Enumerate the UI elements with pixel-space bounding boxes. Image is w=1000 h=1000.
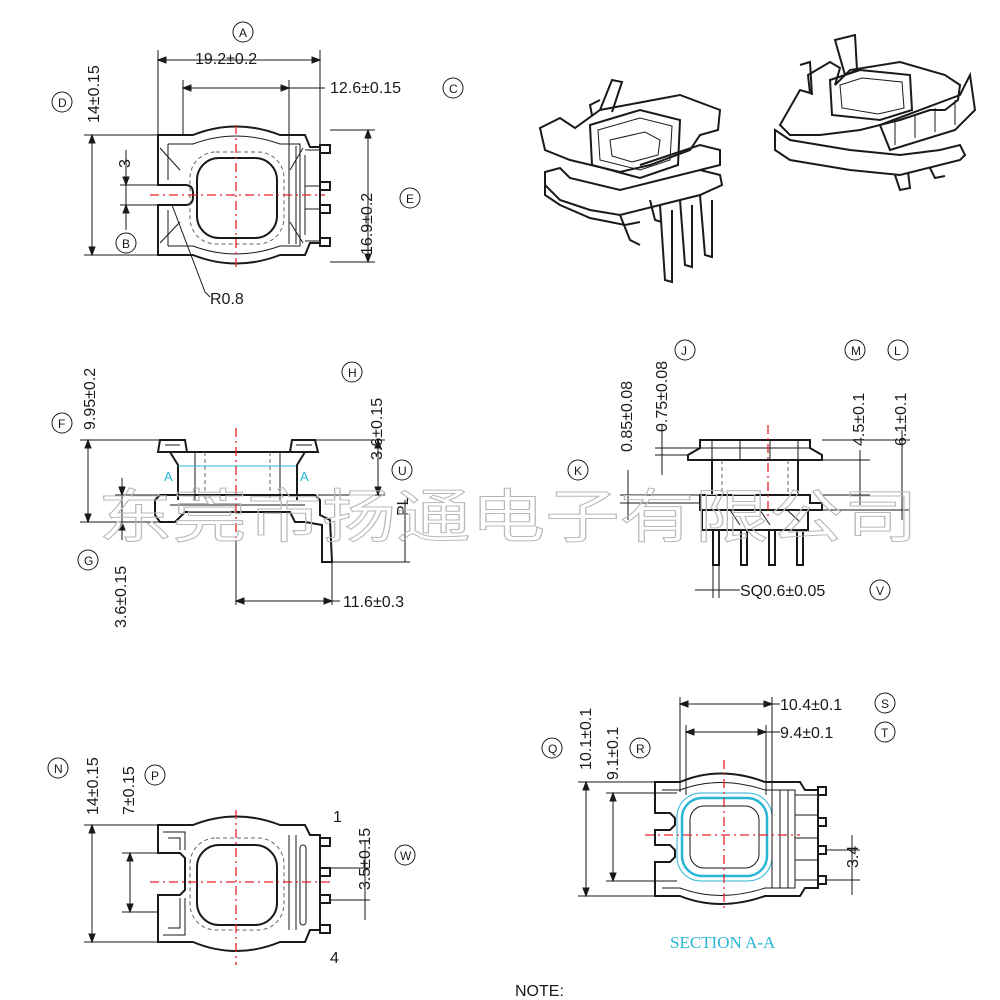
letter-d: D xyxy=(58,96,67,110)
dim-d-text: 14±0.15 xyxy=(86,65,103,123)
letter-f: F xyxy=(58,417,65,431)
bottom-view: 14±0.15 N 7±0.15 P 3.5±0.15 W 1 4 xyxy=(47,757,416,967)
dim-h-text: 3.6±0.15 xyxy=(369,398,386,460)
dim-e-text: 16.9±0.2 xyxy=(359,193,376,255)
bottom-core-window xyxy=(196,844,278,926)
top-view: 19.2±0.2 A 12.6±0.15 C 14±0.15 D 3 B 16.… xyxy=(51,21,464,308)
radius-text: R0.8 xyxy=(210,291,244,308)
letter-c: C xyxy=(449,82,458,96)
dim-r-text: 9.1±0.1 xyxy=(605,727,622,780)
dim-w-text: 3.5±0.15 xyxy=(357,828,374,890)
dim-p-text: 7±0.15 xyxy=(121,766,138,815)
top-body-outline xyxy=(157,125,321,265)
letter-a: A xyxy=(239,26,247,40)
top-core-window xyxy=(196,157,278,239)
dim-pitch-text: 3.4 xyxy=(845,846,862,868)
letter-g: G xyxy=(84,554,93,568)
dim-b-text: 3 xyxy=(117,159,134,168)
letter-h: H xyxy=(348,366,357,380)
side-view: 0.85±0.08 K 0.75±0.08 J 4.5±0.1 M 6.1±0.… xyxy=(567,339,910,601)
letter-k: K xyxy=(574,464,582,478)
pin-4-label: 4 xyxy=(330,950,339,967)
dim-f-text: 9.95±0.2 xyxy=(82,368,99,430)
dim-j-text: 0.75±0.08 xyxy=(654,361,671,432)
section-pins xyxy=(817,786,827,885)
front-view: A A 9.95±0.2 F 3.6±0.15 G 3.6±0.15 H PL xyxy=(51,361,413,628)
letter-q: Q xyxy=(548,742,557,756)
letter-j: J xyxy=(681,344,687,358)
dim-k-text: 0.85±0.08 xyxy=(619,381,636,452)
letter-b: B xyxy=(122,237,130,251)
letter-t: T xyxy=(881,726,889,740)
dim-l-text: 6.1±0.1 xyxy=(893,393,910,446)
watermark-text: 东莞市扬通电子有限公司 xyxy=(98,483,918,551)
dim-c-text: 12.6±0.15 xyxy=(330,80,401,97)
dim-v-text: SQ0.6±0.05 xyxy=(740,583,825,600)
dim-n-text: 14±0.15 xyxy=(85,757,102,815)
letter-m: M xyxy=(851,344,861,358)
letter-r: R xyxy=(636,742,645,756)
section-view: 10.4±0.1 S 9.4±0.1 T 10.1±0.1 Q 9.1±0.1 … xyxy=(541,692,896,952)
letter-e: E xyxy=(406,192,414,206)
pin-1-label: 1 xyxy=(333,809,342,826)
letter-u: U xyxy=(398,464,407,478)
letter-n: N xyxy=(54,762,63,776)
section-mark-left: A xyxy=(164,469,173,484)
dim-m-text: 4.5±0.1 xyxy=(851,393,868,446)
note-label: NOTE: xyxy=(515,983,564,1000)
dim-bottom-text: 11.6±0.3 xyxy=(343,594,404,611)
dim-t-text: 9.4±0.1 xyxy=(780,725,833,742)
dim-a-text: 19.2±0.2 xyxy=(195,51,257,68)
isometric-view-top xyxy=(774,33,977,192)
dim-s-text: 10.4±0.1 xyxy=(780,697,842,714)
isometric-view-bottom xyxy=(538,78,724,284)
letter-s: S xyxy=(881,697,889,711)
section-label: SECTION A-A xyxy=(670,933,776,952)
bottom-pins xyxy=(319,837,331,934)
dim-q-text: 10.1±0.1 xyxy=(578,708,595,770)
top-pins xyxy=(305,144,331,247)
letter-v: V xyxy=(876,584,884,598)
letter-w: W xyxy=(400,849,412,863)
dim-g-text: 3.6±0.15 xyxy=(113,566,130,628)
dim-u-text: PL xyxy=(395,496,412,516)
section-mark-right: A xyxy=(300,469,309,484)
letter-p: P xyxy=(151,769,159,783)
letter-l: L xyxy=(894,344,901,358)
